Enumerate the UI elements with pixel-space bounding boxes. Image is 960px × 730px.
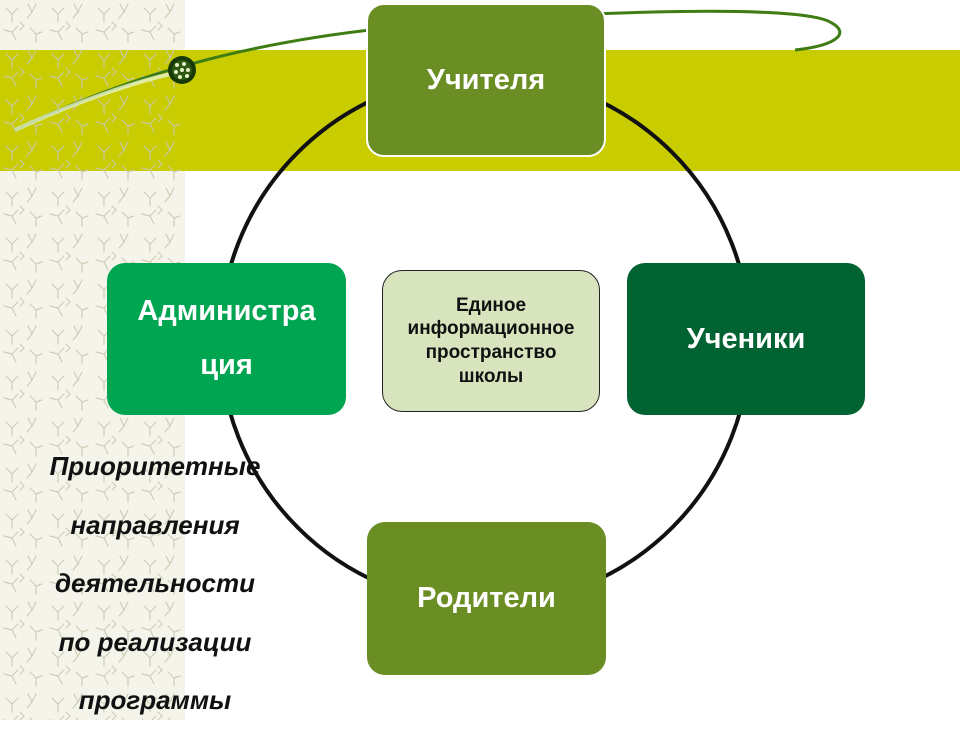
node-administration: Администра ция: [107, 263, 346, 415]
orbit-highlight: [14, 70, 181, 132]
caption-line: направления: [70, 509, 240, 540]
node-parents: Родители: [367, 522, 606, 675]
caption-line: по реализации: [58, 626, 252, 657]
caption-line: Приоритетные: [49, 451, 261, 481]
node-parents-label: Родители: [417, 582, 556, 614]
node-teachers: Учителя: [366, 3, 606, 157]
center-label-line: информационное: [407, 318, 575, 340]
slide-caption: Приоритетные направления деятельности по…: [0, 437, 310, 730]
center-info-space-box: Единое информационное пространство школы: [382, 270, 600, 412]
center-label-line: школы: [458, 365, 524, 387]
node-administration-label-line2: ция: [200, 349, 253, 381]
caption-line: деятельности: [54, 568, 256, 598]
node-students: Ученики: [627, 263, 865, 415]
center-label-line: пространство: [425, 342, 557, 363]
node-students-label: Ученики: [686, 322, 806, 355]
orbit-dot-icon: [168, 56, 196, 84]
node-teachers-label: Учителя: [426, 63, 546, 96]
caption-line: программы: [78, 685, 232, 715]
center-label-line: Единое: [455, 294, 527, 316]
node-administration-label-line1: Администра: [137, 295, 316, 328]
